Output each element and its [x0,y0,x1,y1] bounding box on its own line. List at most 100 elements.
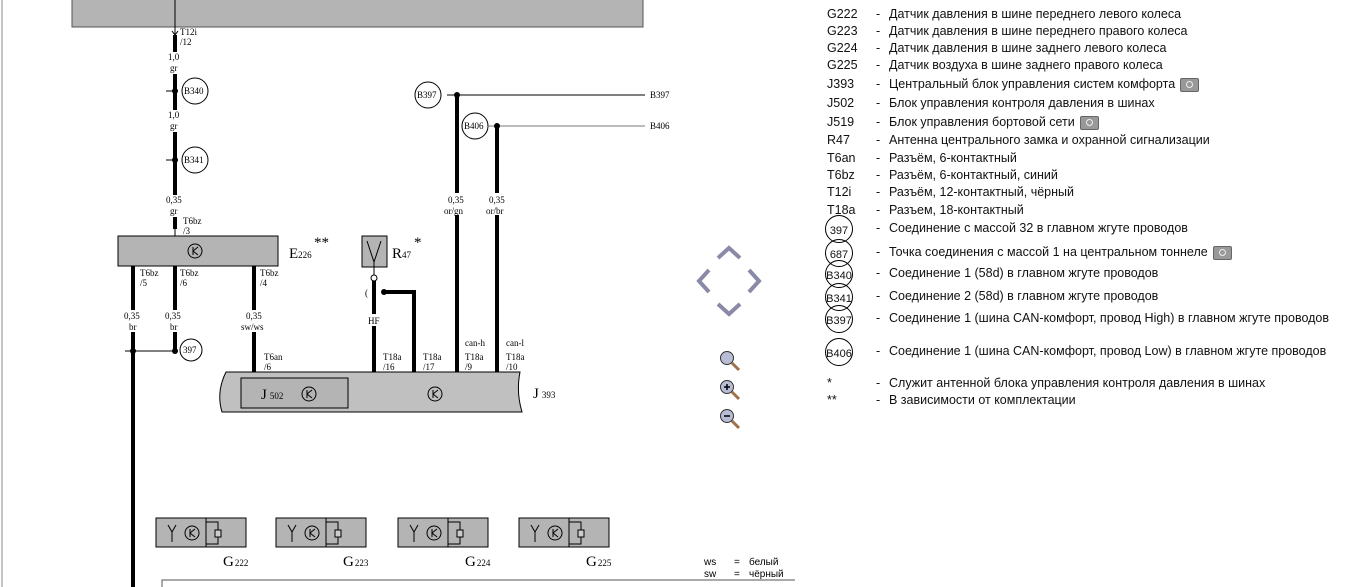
legend-code: 397 [829,225,849,237]
legend-text: Соединение 2 (58d) в главном жгуте прово… [889,289,1159,303]
t12i-pin: /12 [180,37,192,47]
b406-line-label: B406 [650,121,670,131]
legend-code: J393 [827,77,855,91]
legend-text: Соединение 1 (шина CAN-комфорт, провод L… [889,344,1327,358]
legend-dash: - [876,7,881,21]
sensor-g223 [275,517,367,548]
g222-label: G222 [223,554,248,570]
wire-color: gr [170,121,178,131]
antenna-icon [530,524,540,542]
connector-label: T18a [423,352,442,362]
connector-pin: /4 [260,278,268,288]
legend-code: T6bz [827,168,855,182]
zoom-out-button[interactable] [719,408,741,430]
legend-code: T18a [827,203,856,217]
wire-size: 0,35 [246,311,262,321]
legend-dash: - [876,77,881,91]
pan-left-button[interactable] [696,268,712,294]
legend-code: T12i [827,185,852,199]
zoom-reset-button[interactable] [719,350,741,372]
transistor-icon [547,525,563,541]
legend-code: 687 [829,249,849,261]
legend-dash: - [876,58,881,72]
connector-label: T18a [506,352,525,362]
color-key-abbr: ws [704,557,717,568]
connector-pin: /5 [140,278,148,288]
legend-text: Датчик давления в шине заднего левого ко… [889,41,1167,55]
antenna-icon [167,524,177,542]
connector-pin: /6 [180,278,188,288]
legend-dash: - [876,133,881,147]
pan-right-button[interactable] [746,268,762,294]
wire-size: 0,35 [489,195,505,205]
junction-b406-label: B406 [464,121,484,131]
legend-dash: - [876,266,881,280]
r47-label: R47 [392,246,412,262]
wire-color: gr [170,206,178,216]
legend-code: B397 [826,315,852,327]
connector-label: T6an [264,352,283,362]
legend-code: J502 [827,96,855,110]
legend-code: B406 [826,348,852,360]
pan-down-button[interactable] [716,301,742,317]
connection-circle-icon: B397 [825,305,853,333]
legend-text: Разъём, 6-контактный, синий [889,168,1058,182]
legend-dash: - [876,24,881,38]
camera-icon[interactable] [1212,245,1232,260]
battery-icon [206,521,219,545]
wire-size: 0,35 [165,311,181,321]
bottom-frame [161,579,795,587]
wire-color: sw/ws [241,322,264,332]
g224-label: G224 [465,554,491,570]
junction-b397 [414,81,442,109]
legend-code: G222 [827,7,858,21]
sensor-g224 [397,517,489,548]
legend-dash: - [876,245,881,259]
wiring-diagram: T12i /12 1,0 gr B340 1,0 gr B341 0,35 gr… [1,0,795,587]
camera-icon[interactable] [1079,115,1099,130]
can-l-label: can-l [506,338,524,348]
sensor-g225 [518,517,610,548]
legend-code: B340 [826,270,852,282]
legend-dash: - [876,344,881,358]
connector-pin: /10 [506,362,518,372]
junction-b341 [181,146,209,174]
legend-text: Разъём, 12-контактный, чёрный [889,185,1074,199]
connector-pin: /3 [183,226,191,236]
ground-397-label: 397 [183,345,197,355]
camera-icon[interactable] [1180,77,1200,92]
legend-text: Блок управления бортовой сети [889,115,1075,129]
transistor-icon [301,386,317,402]
g223-label: G223 [343,554,369,570]
transistor-icon [426,525,442,541]
wire-size: 0,35 [124,311,140,321]
legend-text: Служит антенной блока управления контрол… [889,376,1266,390]
legend-text: Разъём, 6-контактный [889,151,1017,165]
legend-code: R47 [827,133,850,147]
antenna-icon [409,524,419,542]
transistor-icon [184,525,200,541]
pan-up-button[interactable] [716,245,742,261]
wire-color: or/gn [444,206,463,216]
battery-icon [569,521,582,545]
ground-397 [179,338,203,362]
connector-label: T6bz [140,268,159,278]
sensor-g222 [155,517,247,548]
j502-module [240,377,349,409]
legend-dash: - [876,96,881,110]
connector-pin: /16 [383,362,395,372]
wire-size: 1,0 [168,110,180,120]
color-key-meaning: чёрный [749,569,784,580]
legend-dash: - [876,115,881,129]
b397-line-label: B397 [650,90,670,100]
legend-code: T6an [827,151,856,165]
zoom-in-button[interactable] [719,379,741,401]
connector-pin: /17 [423,362,435,372]
connector-pin: /6 [264,362,272,372]
legend-code: J519 [827,115,855,129]
legend-text: Соединение с массой 32 в главном жгуте п… [889,221,1188,235]
antenna-icon [287,524,297,542]
wire-color: br [129,322,137,332]
